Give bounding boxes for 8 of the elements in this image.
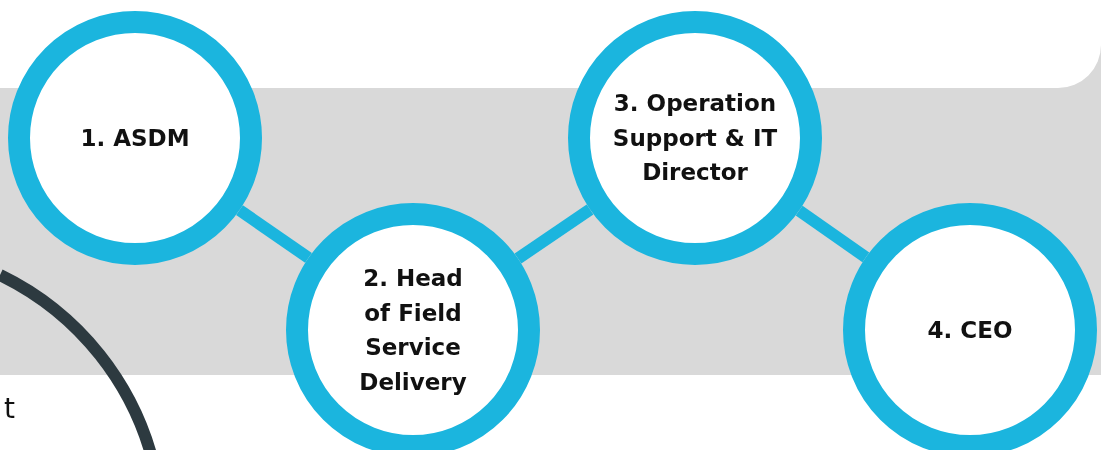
connector-line — [514, 204, 594, 264]
connector-line — [236, 205, 312, 263]
node-label: 2. Head of Field Service Delivery — [358, 264, 468, 397]
node-label: 4. CEO — [927, 315, 1013, 345]
connector-line — [795, 205, 870, 263]
text-fragment: t — [4, 392, 15, 425]
node-label: 1. ASDM — [80, 123, 190, 153]
node-label: 3. Operation Support & IT Director — [611, 89, 779, 188]
